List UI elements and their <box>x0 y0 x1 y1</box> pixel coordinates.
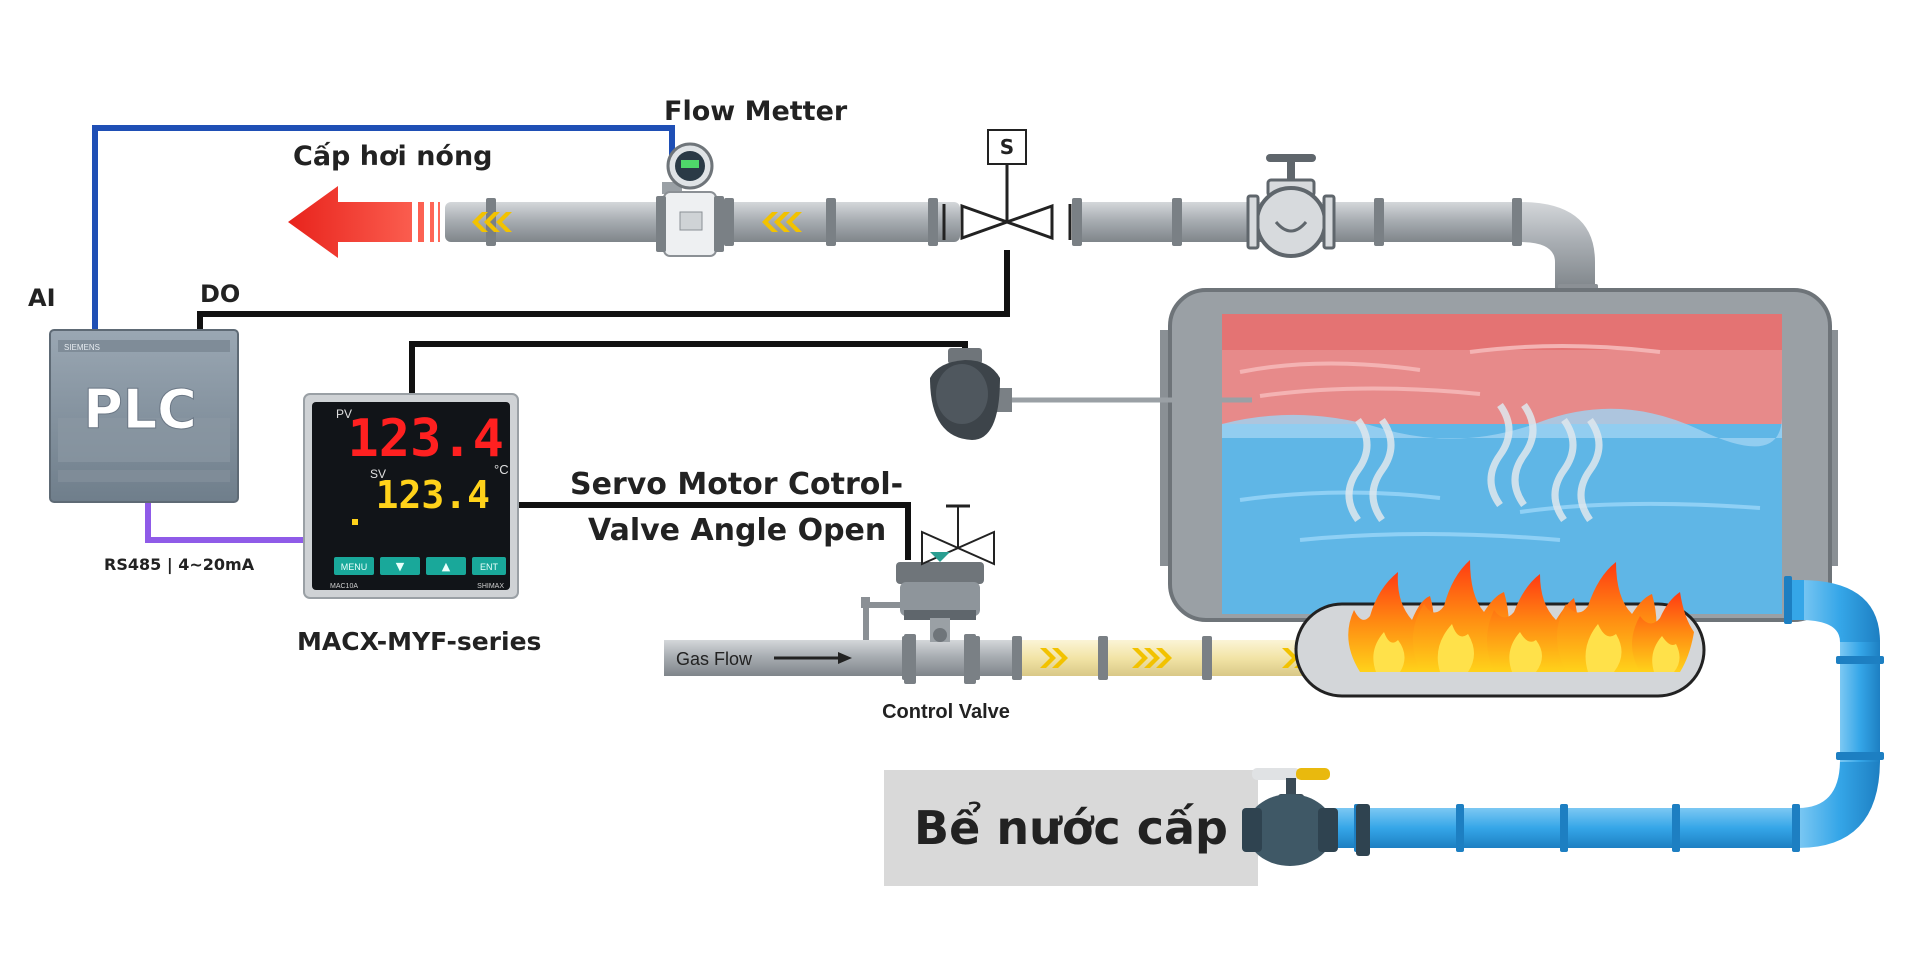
do-label: DO <box>200 280 240 308</box>
solenoid-valve: S <box>942 129 1072 241</box>
menu-button[interactable] <box>334 557 374 575</box>
boiler-tank <box>1160 288 1838 622</box>
down-button[interactable] <box>380 557 420 575</box>
flames <box>1348 560 1694 672</box>
flow-meter-label: Flow Metter <box>664 96 848 127</box>
plc-unit: SIEMENS PLC <box>49 329 239 503</box>
enter-button-label: ENT <box>480 562 499 572</box>
status-led <box>352 519 358 525</box>
control-valve-label: Control Valve <box>882 701 1010 723</box>
pv-label: PV <box>336 407 352 421</box>
flow-meter <box>656 142 724 257</box>
hot-steam-label: Cấp hơi nóng <box>293 141 493 172</box>
temperature-controller: PV 123.4 SV 123.4 °C MENU ▼ ▲ ENT MAC10A… <box>303 393 519 599</box>
up-button[interactable] <box>426 557 466 575</box>
water-valve <box>1242 768 1370 866</box>
menu-button-label: MENU <box>341 562 368 572</box>
steam-flow-chevrons <box>472 212 802 232</box>
enter-button[interactable] <box>472 557 506 575</box>
control-valve: Control Valve <box>861 504 1010 723</box>
controller-model-label: MACX-MYF-series <box>297 627 541 656</box>
servo-label-line2: Valve Angle Open <box>588 513 886 548</box>
steam-pipe <box>445 198 1598 294</box>
solenoid-label: S <box>1000 135 1014 159</box>
unit-label: °C <box>494 462 509 477</box>
sensor-signal-wire <box>409 341 968 395</box>
temperature-sensor <box>930 348 1252 440</box>
plc-label: PLC <box>83 378 197 441</box>
ai-signal-wire <box>92 125 675 330</box>
brand-tag: SHIMAX <box>477 583 504 590</box>
comm-wire <box>145 492 310 543</box>
sv-label: SV <box>370 467 386 481</box>
comm-label: RS485 | 4~20mA <box>104 555 255 575</box>
sv-display: 123.4 <box>376 473 490 517</box>
up-arrow-icon: ▲ <box>442 560 451 573</box>
down-arrow-icon: ▼ <box>396 560 405 573</box>
plc-brand: SIEMENS <box>64 343 100 352</box>
pv-display: 123.4 <box>347 409 504 469</box>
gas-flow-label: Gas Flow <box>676 649 753 669</box>
gas-pipe: Gas Flow <box>664 636 1314 680</box>
feed-tank-label: Bể nước cấp <box>914 801 1228 855</box>
steam-gate-valve <box>1246 154 1336 258</box>
do-signal-wire <box>197 250 1010 330</box>
servo-label-line1: Servo Motor Cotrol- <box>570 467 903 502</box>
feed-tank: Bể nước cấp <box>884 770 1258 886</box>
model-tag: MAC10A <box>330 583 358 590</box>
servo-signal-wire <box>512 502 911 560</box>
steam-outlet-arrow <box>288 186 440 258</box>
ai-label: AI <box>28 284 56 312</box>
